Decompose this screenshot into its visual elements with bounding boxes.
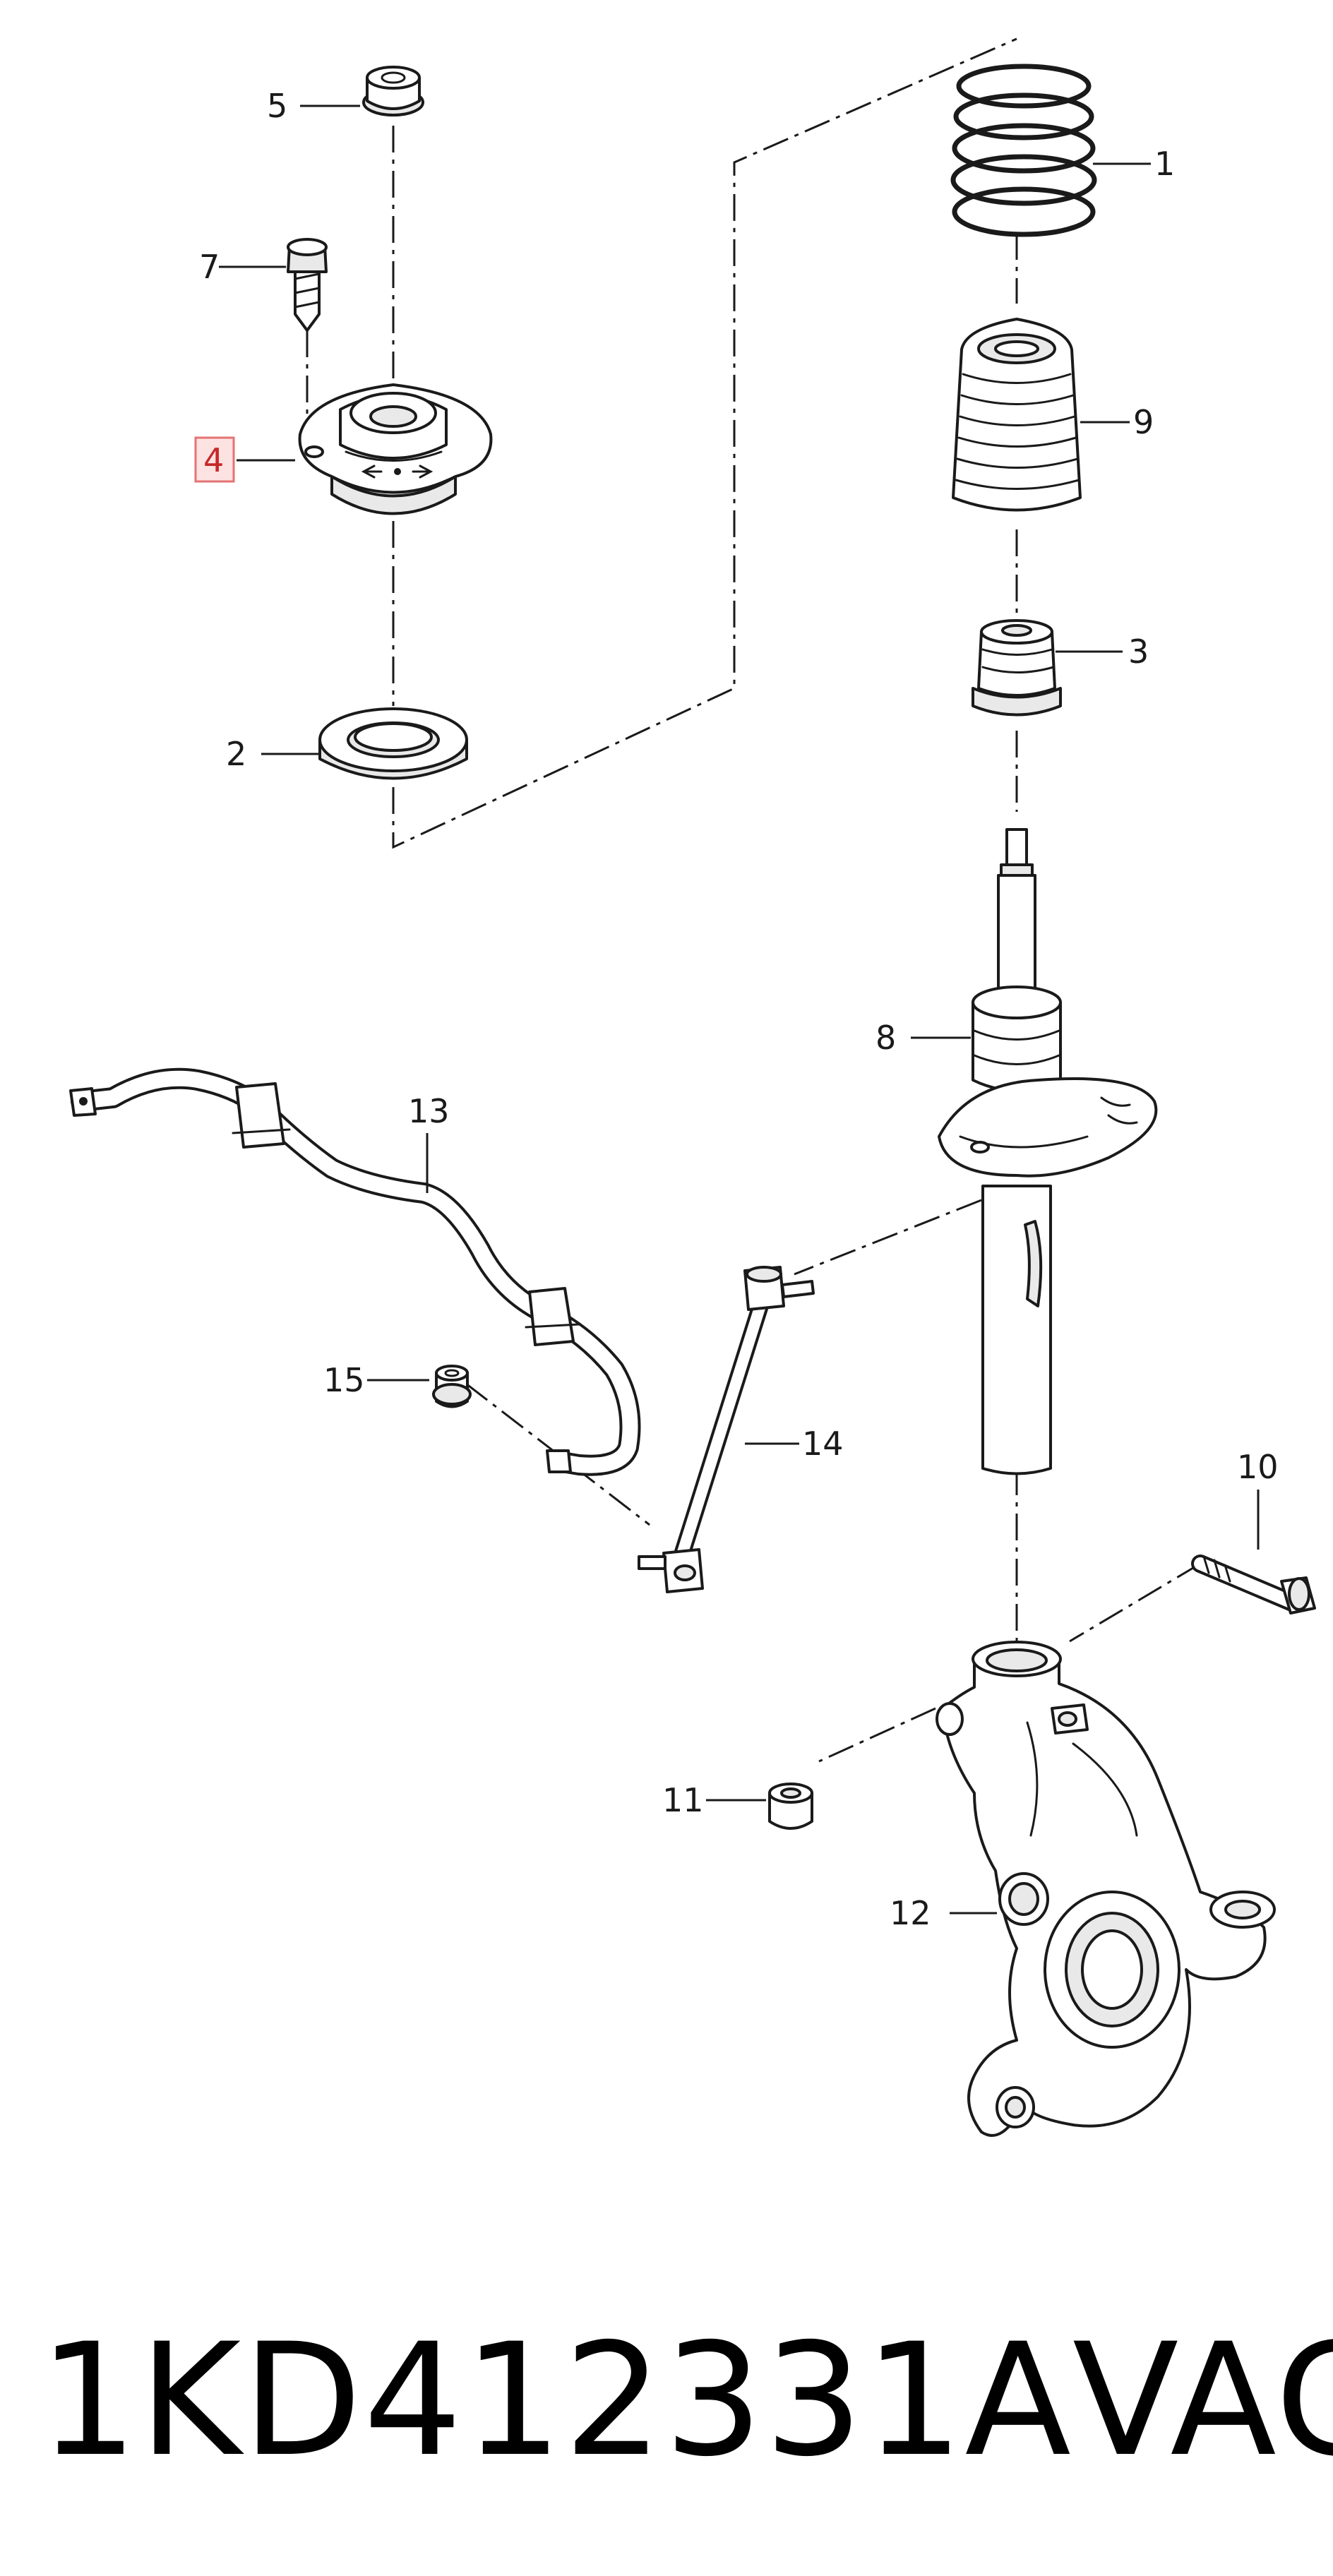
part-15-nut: [432, 1365, 472, 1408]
callout-7: 7: [199, 248, 220, 286]
callout-labels: 1 2 3 4 5 7 8 9 10 11 12 13 14 15: [199, 87, 1279, 1932]
callout-3: 3: [1128, 633, 1149, 671]
part-11-nut: [768, 1783, 813, 1830]
callout-10: 10: [1237, 1448, 1279, 1486]
part-4-strut-mount: [298, 383, 493, 515]
part-5-nut: [362, 66, 424, 116]
part-1-coil-spring: [950, 64, 1097, 237]
callout-2: 2: [226, 735, 246, 773]
part-3-bump-stop: [972, 619, 1062, 717]
callout-1: 1: [1154, 145, 1175, 183]
part-7-bolt: [287, 238, 328, 332]
brand-label: VAG: [1072, 2310, 1333, 2491]
assembly-axis-lines: [306, 37, 1201, 1763]
callout-14: 14: [802, 1425, 844, 1463]
callout-8: 8: [875, 1019, 896, 1057]
part-13-stabilizer-bar: [69, 1067, 641, 1476]
callout-15: 15: [323, 1361, 365, 1399]
footer-caption: 1KD412331A VAG: [0, 2294, 1333, 2506]
callout-13: 13: [408, 1092, 450, 1130]
callout-4: 4: [203, 441, 224, 479]
callout-5: 5: [267, 87, 287, 125]
highlight-box-4: [194, 436, 235, 483]
part-12-steering-knuckle: [936, 1641, 1276, 2137]
callout-11: 11: [662, 1781, 704, 1819]
part-9-dust-boot: [952, 318, 1082, 512]
callout-12: 12: [890, 1894, 931, 1932]
part-number-label: 1KD412331A: [39, 2310, 1072, 2491]
part-10-bolt: [1191, 1554, 1316, 1615]
part-14-coupling-rod: [638, 1266, 815, 1593]
part-2-bearing-ring: [318, 707, 468, 780]
callout-9: 9: [1133, 403, 1154, 441]
part-8-strut: [938, 828, 1158, 1475]
leader-lines: [219, 104, 1260, 1915]
